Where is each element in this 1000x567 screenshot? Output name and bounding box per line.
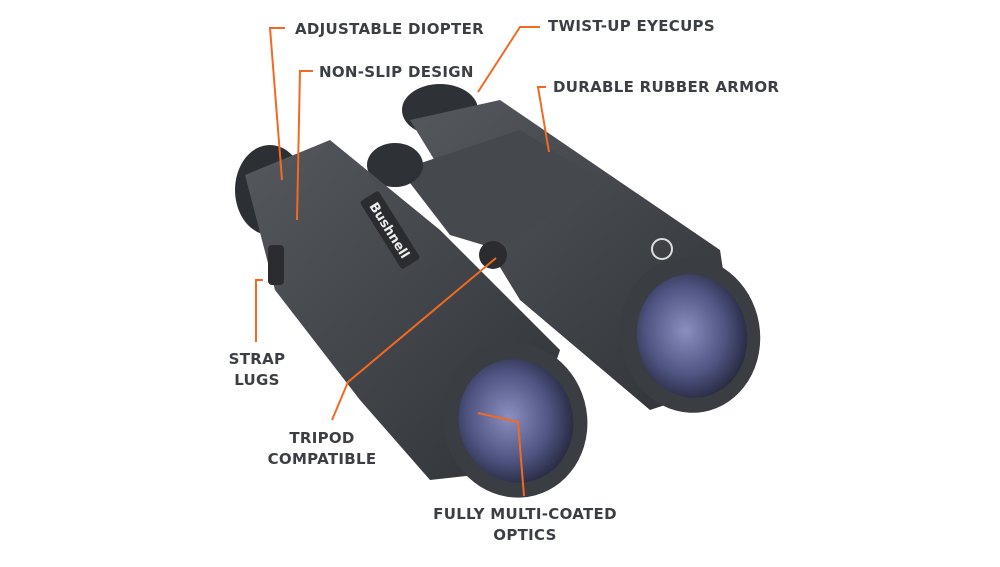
callout-durable-rubber-armor: DURABLE RUBBER ARMOR (553, 78, 780, 96)
callout-tripod-compatible: TRIPOD COMPATIBLE (262, 428, 382, 470)
leader-diopter (268, 27, 285, 181)
callout-line: FULLY MULTI-COATED (433, 505, 617, 523)
tripod-socket (479, 241, 507, 269)
callout-adjustable-diopter: ADJUSTABLE DIOPTER (295, 20, 484, 38)
strap-lug (268, 245, 284, 285)
callout-line: LUGS (234, 371, 280, 389)
callout-non-slip-design: NON-SLIP DESIGN (319, 63, 474, 81)
callout-line: COMPATIBLE (267, 450, 377, 468)
callout-twist-up-eyecups: TWIST-UP EYECUPS (548, 17, 715, 35)
hinge-bridge (400, 130, 600, 250)
leader-nonslip (296, 70, 313, 221)
callout-fully-multi-coated-optics: FULLY MULTI-COATED OPTICS (430, 504, 620, 546)
leader-optics (477, 412, 525, 497)
callout-line: TRIPOD (289, 429, 355, 447)
callout-line: STRAP (228, 350, 286, 368)
brand-badge-icon (651, 238, 673, 260)
callout-strap-lugs: STRAP LUGS (222, 349, 292, 391)
leader-lines (255, 26, 550, 497)
leader-strap (255, 279, 263, 342)
leader-eyecups (477, 26, 540, 93)
leader-tripod (331, 257, 497, 421)
callout-line: OPTICS (493, 526, 557, 544)
leader-armor (536, 86, 550, 153)
